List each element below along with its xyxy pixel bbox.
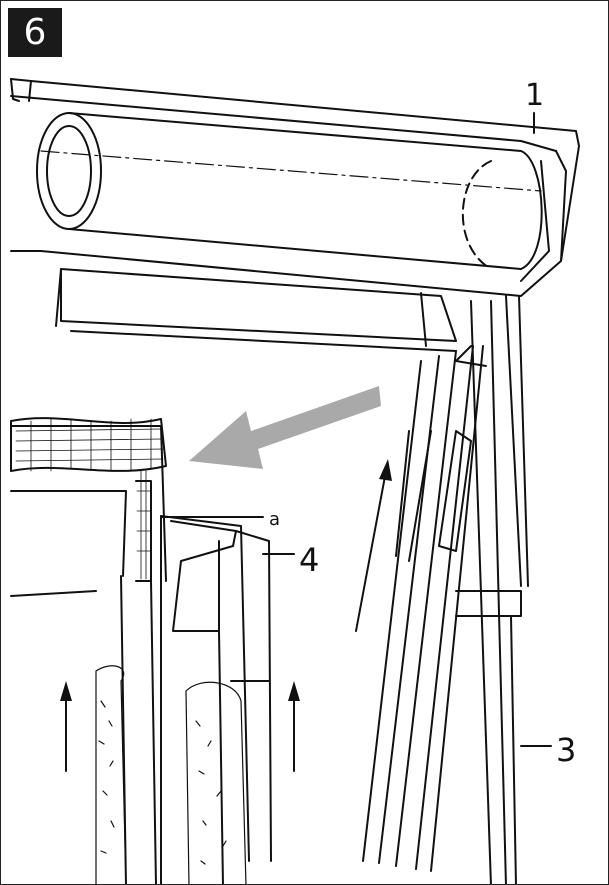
insulation-foam <box>95 665 247 884</box>
side-guide-rail <box>455 295 529 884</box>
bottom-slat-bar <box>55 268 457 352</box>
step-number-badge: 6 <box>8 8 62 57</box>
arrow-up-icon <box>65 470 387 772</box>
callout-4: 4 <box>299 541 319 579</box>
callout-3: 3 <box>556 731 576 769</box>
callout-a: a <box>269 509 280 530</box>
mesh-screen-fabric <box>10 417 167 580</box>
arrow-up-icon <box>60 459 392 701</box>
arrow-left-icon <box>189 386 381 469</box>
rolled-curtain-drum <box>36 112 543 270</box>
callout-1: 1 <box>525 78 544 113</box>
callout-leader-lines <box>160 112 552 747</box>
roller-box-housing <box>10 78 580 297</box>
tilted-screen-frame <box>362 345 487 872</box>
